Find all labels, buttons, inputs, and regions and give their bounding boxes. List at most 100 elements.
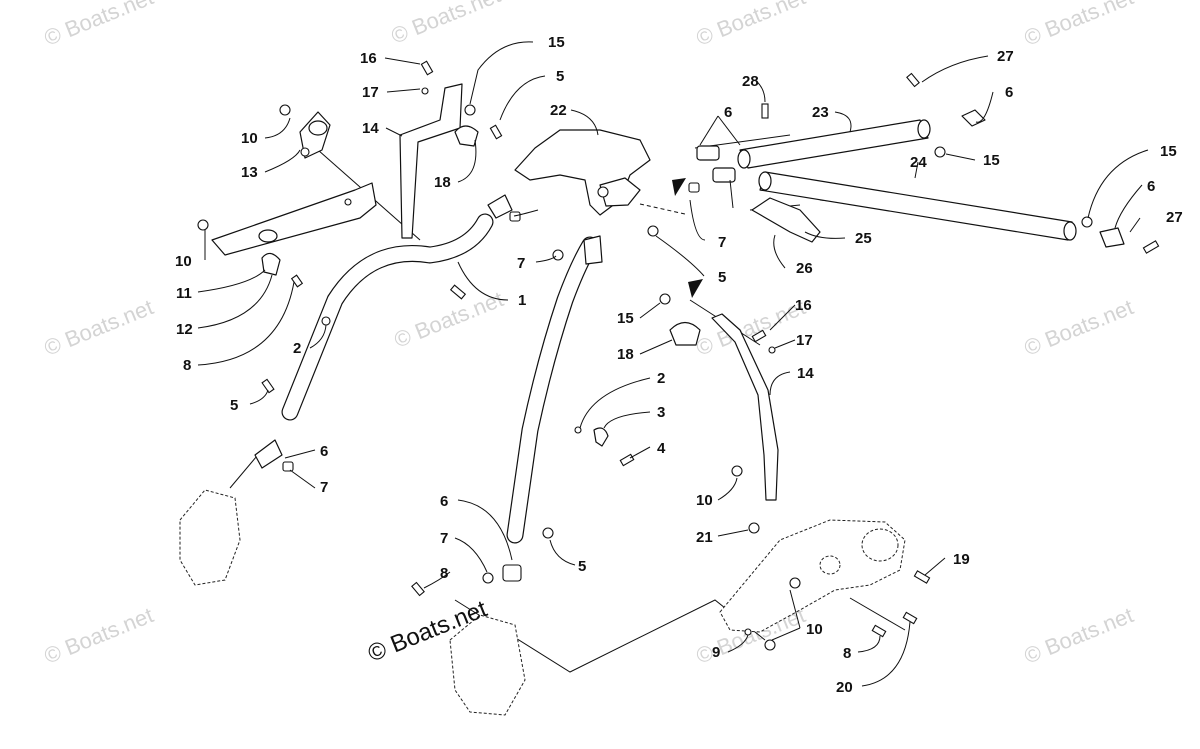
- bracket-25: [751, 197, 821, 243]
- bolt-4: [619, 453, 635, 467]
- bolt-27: [1142, 240, 1160, 254]
- callout-label: 7: [320, 479, 328, 496]
- bracket-25-plate: [751, 197, 821, 243]
- callout-label: 6: [1147, 178, 1155, 195]
- watermark-text: © Boats.net: [41, 294, 157, 360]
- callout-label: 5: [578, 558, 586, 575]
- pin-2: [574, 426, 582, 434]
- bushing-6: [712, 167, 736, 183]
- lower-left-housings: [179, 489, 526, 716]
- callout-label: 5: [718, 269, 726, 286]
- spacer-7: [282, 461, 294, 472]
- callout-label: 20: [836, 679, 853, 696]
- watermark-text: © Boats.net: [388, 0, 504, 49]
- bushing-6: [696, 145, 720, 161]
- nut: [321, 316, 331, 326]
- watermark-text: © Boats.net: [693, 0, 809, 51]
- callout-label: 27: [1166, 209, 1183, 226]
- callout-label: 7: [718, 234, 726, 251]
- callout-label: 13: [241, 164, 258, 181]
- steering-hood: [514, 129, 651, 216]
- washer: [300, 147, 310, 157]
- housing-outline: [719, 519, 906, 633]
- nut-15: [1081, 216, 1093, 228]
- callout-label: 17: [362, 84, 379, 101]
- nut-7: [482, 572, 494, 584]
- spacer-7: [688, 182, 700, 193]
- callout-leaders: [197, 41, 1149, 687]
- bracket-hole: [308, 120, 328, 136]
- callout-label: 2: [657, 370, 665, 387]
- bolt: [290, 274, 304, 288]
- main-tube-left: [281, 194, 513, 421]
- bolt-8: [871, 624, 887, 638]
- callout-label: 8: [843, 645, 851, 662]
- callout-label: 27: [997, 48, 1014, 65]
- watermark-text: © Boats.net: [693, 294, 809, 360]
- bolt-16: [751, 329, 767, 343]
- bracket-14-left: [399, 83, 463, 239]
- bracket-hole: [344, 198, 352, 206]
- watermark-text: © Boats.net: [41, 602, 157, 668]
- callout-label: 11: [176, 285, 192, 302]
- tube-end-fitting: [583, 235, 603, 265]
- callout-label: 8: [440, 565, 448, 582]
- callout-label: 7: [440, 530, 448, 547]
- bolt-19: [913, 570, 931, 584]
- clamp-12: [261, 252, 281, 276]
- callout-label: 6: [1005, 84, 1013, 101]
- callout-label: 17: [796, 332, 813, 349]
- clamp-18-left: [454, 125, 479, 147]
- bolt-20: [902, 611, 918, 625]
- hardware: [197, 60, 1160, 651]
- bolt-5: [489, 124, 503, 140]
- callout-label: 12: [176, 321, 193, 338]
- washer-9: [744, 628, 752, 636]
- clamp-18-right: [669, 321, 701, 346]
- nut-15: [934, 146, 946, 158]
- callout-label: 28: [742, 73, 759, 90]
- callout-label: 18: [434, 174, 451, 191]
- assembly-line: [849, 597, 906, 631]
- bar-23: [739, 119, 929, 169]
- bushing-6: [254, 439, 283, 469]
- nut-5: [647, 225, 659, 237]
- left-housing: [179, 489, 241, 586]
- callout-label: 9: [712, 644, 720, 661]
- clamp-6: [1099, 227, 1125, 248]
- cap-6: [961, 109, 986, 127]
- nut-5: [542, 527, 554, 539]
- right-bracket-14: [669, 313, 779, 501]
- nut-21: [748, 522, 760, 534]
- pin-17: [768, 346, 776, 354]
- callout-label: 10: [806, 621, 823, 638]
- pin-17: [421, 87, 429, 95]
- bolt-16: [420, 60, 434, 76]
- nut: [197, 219, 209, 231]
- callout-label: 4: [657, 440, 666, 457]
- callout-label: 8: [183, 357, 191, 374]
- callout-label: 22: [550, 102, 567, 119]
- spacer-7: [509, 211, 521, 222]
- center-housing: [449, 614, 526, 716]
- watermark-text: © Boats.net: [1021, 294, 1137, 360]
- bolt-28: [761, 103, 769, 119]
- assembly-line: [639, 203, 686, 215]
- callout-label: 18: [617, 346, 634, 363]
- callout-label: 19: [953, 551, 970, 568]
- callout-label: 10: [241, 130, 258, 147]
- clip-3: [593, 427, 609, 447]
- callout-label: 3: [657, 404, 665, 421]
- bushing-6: [502, 564, 522, 582]
- watermark-text: © Boats.net: [41, 0, 157, 51]
- bolt: [449, 284, 467, 300]
- callout-label: 16: [360, 50, 377, 67]
- nut-10: [731, 465, 743, 477]
- nut: [552, 249, 564, 261]
- bolt-27: [906, 72, 920, 88]
- main-tube-right: [506, 235, 603, 544]
- nut-15: [464, 104, 476, 116]
- callout-label: 15: [617, 310, 634, 327]
